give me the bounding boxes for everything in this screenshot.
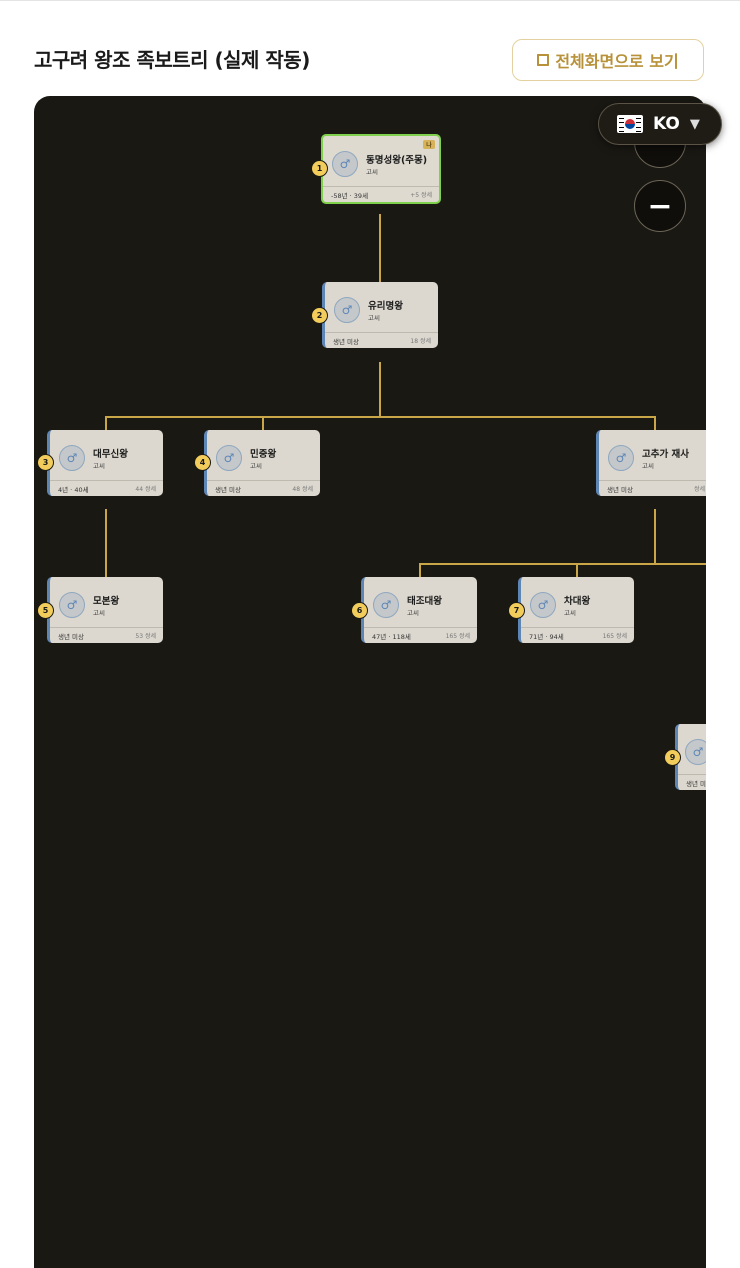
card-footer: 생년 미상 18 쌍세 xyxy=(325,332,438,348)
card-footer: 생년 미 xyxy=(678,774,706,790)
caret-down-icon: ▼ xyxy=(689,116,700,132)
member-number-badge: 7 xyxy=(509,603,524,618)
member-clan: 고씨 xyxy=(407,609,419,617)
connector-line xyxy=(379,214,381,282)
member-generation: 165 쌍세 xyxy=(602,633,627,640)
male-icon: ♂ xyxy=(530,592,556,618)
member-card[interactable]: ♂ 고추가 재사 고씨 생년 미상 쌍세 xyxy=(596,430,706,496)
member-generation: 18 쌍세 xyxy=(410,338,431,345)
member-generation: 쌍세 xyxy=(693,486,705,493)
card-footer: 47년 · 118세 165 쌍세 xyxy=(364,627,477,643)
member-card[interactable]: ♂ 생년 미 xyxy=(675,724,706,790)
member-generation: 44 쌍세 xyxy=(135,486,156,493)
member-name: 대무신왕 xyxy=(93,449,128,460)
connector-line xyxy=(419,563,421,577)
member-number-badge: 3 xyxy=(38,455,53,470)
card-footer: 4년 · 40세 44 쌍세 xyxy=(50,480,163,496)
connector-line xyxy=(419,563,706,565)
member-clan: 고씨 xyxy=(368,314,380,322)
male-icon: ♂ xyxy=(216,445,242,471)
member-lifespan: 71년 · 94세 xyxy=(529,633,564,641)
member-card[interactable]: ♂ 유리명왕 고씨 생년 미상 18 쌍세 xyxy=(322,282,438,348)
connector-line xyxy=(105,509,107,577)
member-lifespan: -58년 · 39세 xyxy=(331,192,369,200)
member-clan: 고씨 xyxy=(642,462,654,470)
connector-line xyxy=(576,563,578,577)
member-name: 민중왕 xyxy=(250,449,277,460)
member-name: 차대왕 xyxy=(564,596,591,607)
member-generation: 53 쌍세 xyxy=(135,633,156,640)
connector-line xyxy=(654,416,656,430)
member-number-badge: 4 xyxy=(195,455,210,470)
member-name: 태조대왕 xyxy=(407,596,442,607)
connector-line xyxy=(105,416,656,418)
male-icon: ♂ xyxy=(59,592,85,618)
member-number-badge: 1 xyxy=(312,161,327,176)
male-icon: ♂ xyxy=(332,151,358,177)
member-clan: 고씨 xyxy=(93,462,105,470)
connector-line xyxy=(379,362,381,417)
male-icon: ♂ xyxy=(334,297,360,323)
member-generation: 165 쌍세 xyxy=(445,633,470,640)
card-footer: 생년 미상 53 쌍세 xyxy=(50,627,163,643)
member-lifespan: 4년 · 40세 xyxy=(58,486,89,494)
member-number-badge: 9 xyxy=(665,750,680,765)
member-lifespan: 생년 미 xyxy=(686,780,706,788)
connector-line xyxy=(262,416,264,430)
card-footer: 생년 미상 48 쌍세 xyxy=(207,480,320,496)
fullscreen-button[interactable]: 전체화면으로 보기 xyxy=(512,39,704,81)
male-icon: ♂ xyxy=(608,445,634,471)
card-footer: -58년 · 39세 +5 쌍세 xyxy=(323,186,439,202)
member-card[interactable]: ♂ 태조대왕 고씨 47년 · 118세 165 쌍세 xyxy=(361,577,477,643)
member-lifespan: 생년 미상 xyxy=(58,633,84,641)
connector-line xyxy=(654,509,656,564)
page-title: 고구려 왕조 족보트리 (실제 작동) xyxy=(34,48,310,72)
top-divider xyxy=(0,0,740,1)
member-name: 모본왕 xyxy=(93,596,120,607)
member-card[interactable]: ♂ 차대왕 고씨 71년 · 94세 165 쌍세 xyxy=(518,577,634,643)
member-number-badge: 2 xyxy=(312,308,327,323)
card-footer: 71년 · 94세 165 쌍세 xyxy=(521,627,634,643)
connector-line xyxy=(105,416,107,430)
member-lifespan: 47년 · 118세 xyxy=(372,633,411,641)
member-card[interactable]: ♂ 동명성왕(주몽) 고씨 나 -58년 · 39세 +5 쌍세 xyxy=(321,134,441,204)
member-card[interactable]: ♂ 모본왕 고씨 생년 미상 53 쌍세 xyxy=(47,577,163,643)
member-card[interactable]: ♂ 대무신왕 고씨 4년 · 40세 44 쌍세 xyxy=(47,430,163,496)
family-tree-canvas[interactable]: − ♂ 동명성왕(주몽) 고씨 나 -58년 · 39세 +5 쌍세 1 ♂ 유… xyxy=(34,96,706,1268)
zoom-out-label: − xyxy=(647,188,673,224)
member-lifespan: 생년 미상 xyxy=(607,486,633,494)
member-generation: 48 쌍세 xyxy=(292,486,313,493)
member-clan: 고씨 xyxy=(564,609,576,617)
language-selector[interactable]: KO ▼ xyxy=(598,103,722,145)
member-number-badge: 6 xyxy=(352,603,367,618)
member-name: 동명성왕(주몽) xyxy=(366,155,428,166)
male-icon: ♂ xyxy=(685,739,706,765)
member-name: 유리명왕 xyxy=(368,301,403,312)
language-code: KO xyxy=(653,114,680,134)
zoom-out-button[interactable]: − xyxy=(634,180,686,232)
korea-flag-icon xyxy=(617,115,643,133)
member-name: 고추가 재사 xyxy=(642,449,690,460)
male-icon: ♂ xyxy=(373,592,399,618)
card-footer: 생년 미상 쌍세 xyxy=(599,480,706,496)
member-lifespan: 생년 미상 xyxy=(215,486,241,494)
member-generation: +5 쌍세 xyxy=(410,192,432,199)
member-lifespan: 생년 미상 xyxy=(333,338,359,346)
member-number-badge: 5 xyxy=(38,603,53,618)
member-card[interactable]: ♂ 민중왕 고씨 생년 미상 48 쌍세 xyxy=(204,430,320,496)
member-clan: 고씨 xyxy=(250,462,262,470)
fullscreen-label: 전체화면으로 보기 xyxy=(555,52,679,71)
male-icon: ♂ xyxy=(59,445,85,471)
me-badge: 나 xyxy=(423,140,435,149)
member-clan: 고씨 xyxy=(366,168,378,176)
fullscreen-icon xyxy=(537,54,550,66)
member-clan: 고씨 xyxy=(93,609,105,617)
